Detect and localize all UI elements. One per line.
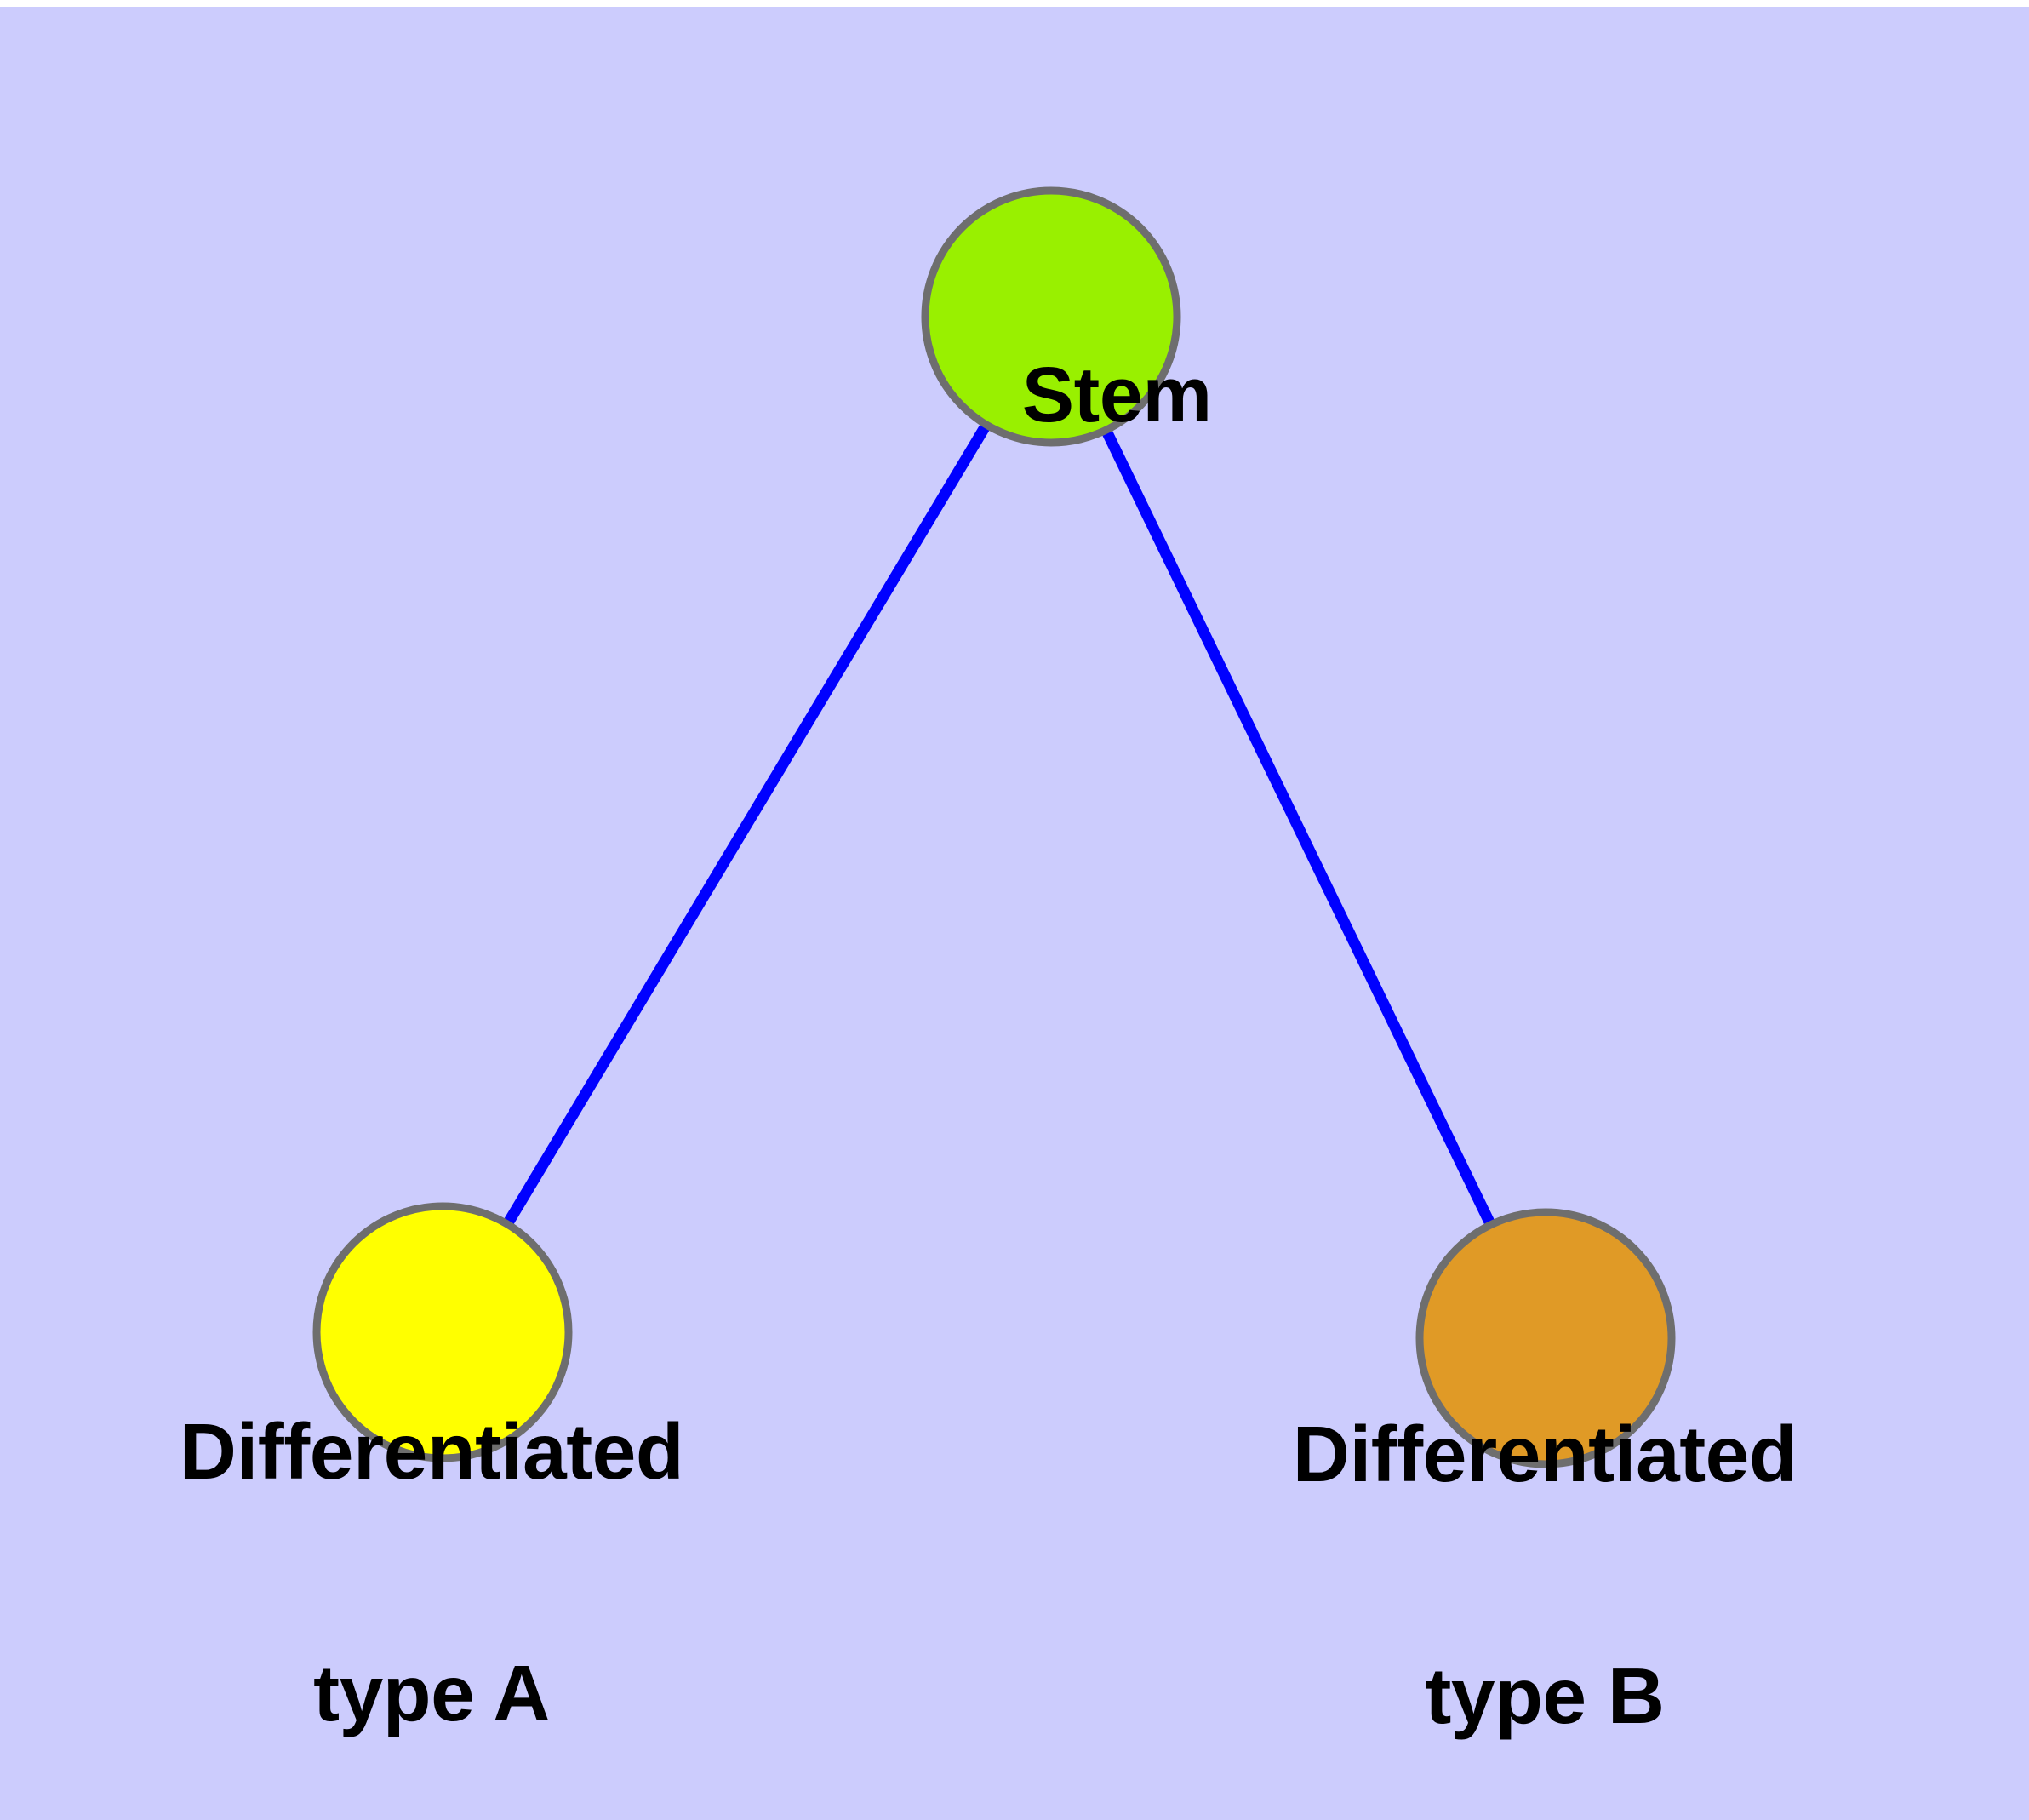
edge-group bbox=[501, 420, 1497, 1229]
node-differentiated-type-b-circle[interactable] bbox=[1415, 1208, 1676, 1468]
node-differentiated-type-a-circle[interactable] bbox=[312, 1202, 573, 1462]
graph-svg bbox=[312, 186, 1676, 1468]
node-stem-circle[interactable] bbox=[921, 186, 1181, 447]
edge-stem-to-differentiated-type-b bbox=[1100, 426, 1497, 1229]
edge-stem-to-differentiated-type-a bbox=[501, 420, 992, 1229]
diagram-plot-area: Stem Differentiated type A Differentiate… bbox=[0, 7, 2029, 1820]
node-group bbox=[312, 186, 1676, 1468]
